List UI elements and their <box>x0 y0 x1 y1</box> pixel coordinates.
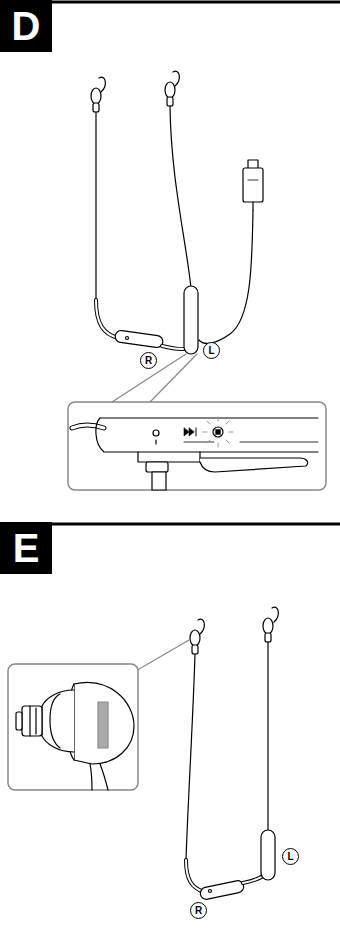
side-marker: R <box>190 902 207 919</box>
label-text: D <box>12 4 41 49</box>
header-rule <box>50 1 340 4</box>
side-marker: R <box>140 352 157 369</box>
detail-inset <box>68 402 326 490</box>
side-marker: L <box>203 342 220 359</box>
label-text: E <box>13 526 40 571</box>
neckband-headset <box>91 71 263 402</box>
label-text: R <box>195 905 202 916</box>
step-letter: D <box>0 0 52 52</box>
neckband-headset <box>134 607 278 900</box>
label-text: L <box>208 345 214 356</box>
side-marker: L <box>282 848 299 865</box>
label-text: R <box>145 355 152 366</box>
label-text: L <box>287 851 293 862</box>
header-rule <box>50 523 340 526</box>
step-letter: E <box>0 522 52 574</box>
ear-tip-inset <box>8 664 138 790</box>
